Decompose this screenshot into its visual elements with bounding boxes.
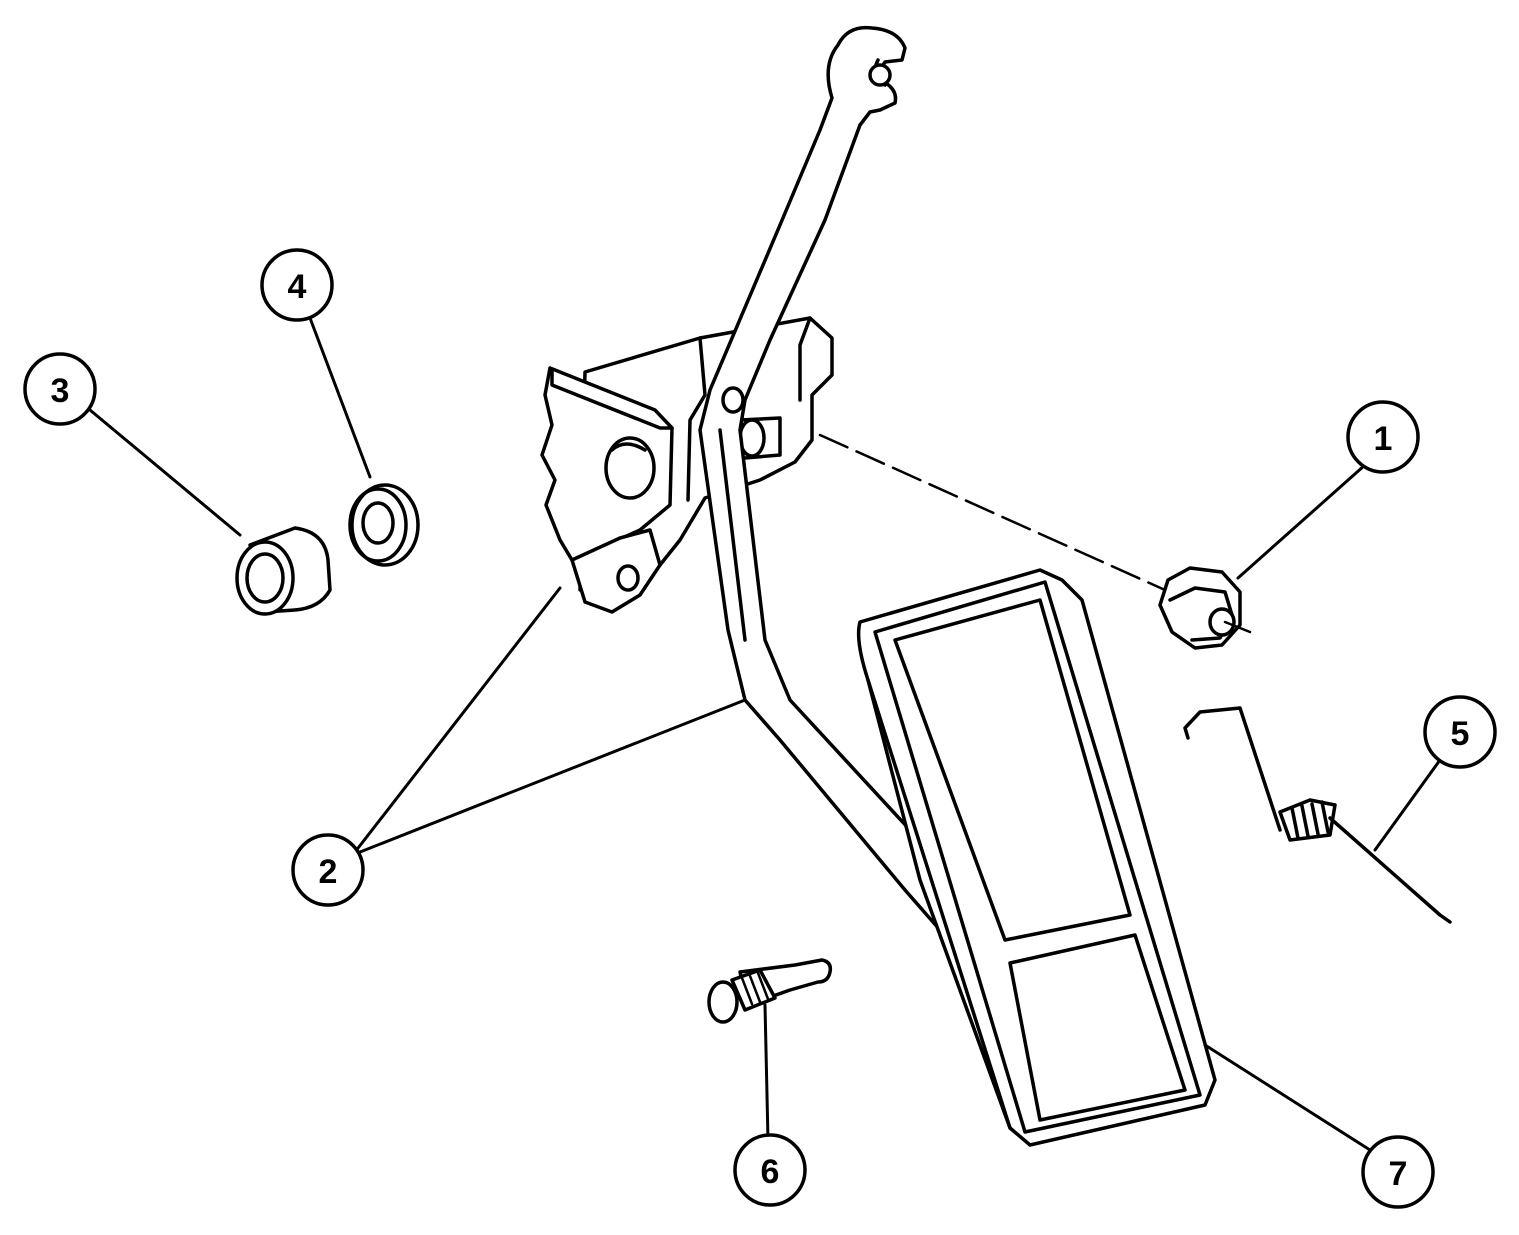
leader-7 xyxy=(1203,1043,1372,1152)
leader-2b xyxy=(358,698,747,854)
callout-5: 5 xyxy=(1423,695,1497,769)
pivot-pin xyxy=(707,958,833,1024)
leader-6 xyxy=(763,1003,770,1142)
callout-7: 7 xyxy=(1361,1135,1435,1209)
pedal-pad xyxy=(856,568,1217,1147)
nut xyxy=(818,433,1252,650)
pedal-arm xyxy=(698,25,962,932)
callout-4: 4 xyxy=(260,248,334,322)
return-spring xyxy=(1183,706,1452,924)
callout-2: 2 xyxy=(291,833,365,907)
callout-5-label: 5 xyxy=(1451,715,1470,753)
leader-1 xyxy=(1236,463,1367,580)
callout-3: 3 xyxy=(23,352,97,426)
leader-3 xyxy=(88,408,242,537)
leader-lines xyxy=(88,316,1442,1152)
callout-4-label: 4 xyxy=(288,268,307,306)
bushing xyxy=(235,526,332,616)
callout-1: 1 xyxy=(1346,400,1420,474)
callout-1-label: 1 xyxy=(1374,420,1393,458)
mounting-bracket xyxy=(540,316,834,614)
callout-7-label: 7 xyxy=(1389,1155,1408,1193)
callout-6: 6 xyxy=(733,1133,807,1207)
callout-3-label: 3 xyxy=(51,372,70,410)
callout-2-label: 2 xyxy=(319,853,338,891)
leader-2a xyxy=(353,586,562,854)
leader-5 xyxy=(1373,758,1442,852)
washer xyxy=(348,483,420,567)
callout-6-label: 6 xyxy=(761,1153,780,1191)
leader-4 xyxy=(308,316,372,479)
